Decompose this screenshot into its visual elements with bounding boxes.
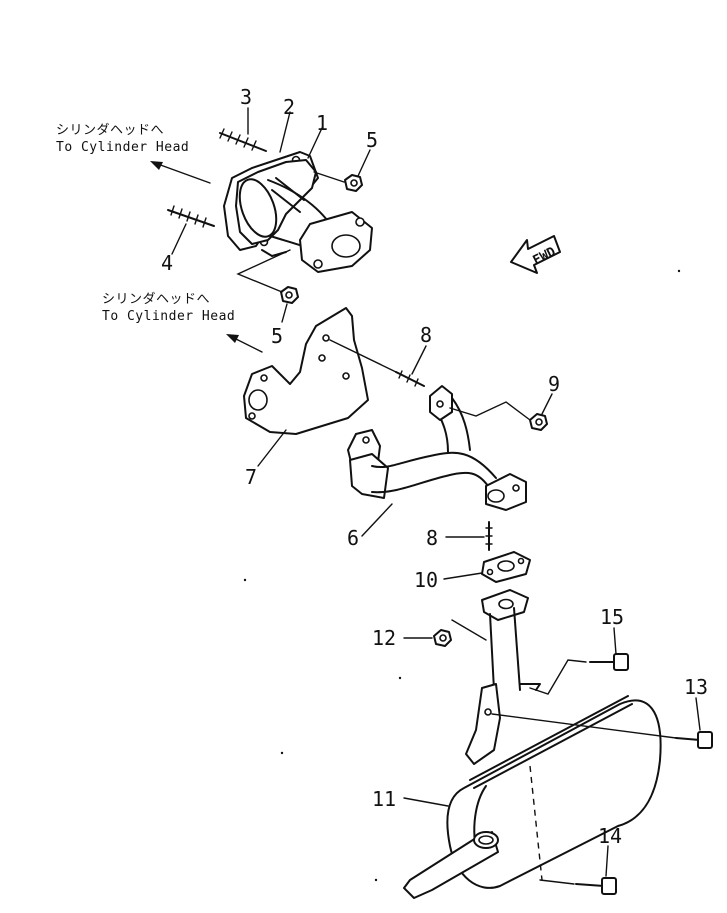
part-5-nut-upper (344, 174, 363, 192)
note-to-cylinder-head-en-top: To Cylinder Head (56, 140, 189, 155)
leader-13 (695, 697, 701, 731)
leader-14 (605, 845, 609, 877)
part-1-exhaust-elbow (235, 159, 373, 273)
part-8-stud-upper (395, 370, 425, 387)
scan-speck (280, 751, 284, 755)
leader-1 (307, 127, 323, 159)
part-10-gasket (481, 551, 531, 583)
part-5-nut-lower (280, 286, 299, 304)
leader-11 (403, 797, 449, 807)
scan-speck (677, 269, 681, 273)
callout-8-lower: 8 (426, 526, 438, 550)
leader-7 (257, 429, 287, 467)
note-to-cylinder-head-jp-bottom: シリンダヘッドへ (102, 292, 210, 307)
leader-5-lower-to-elbow (236, 249, 291, 293)
leader-12-axis (451, 619, 487, 641)
leader-5-lower (281, 303, 288, 323)
callout-13: 13 (684, 675, 708, 699)
part-15-bolt (589, 653, 629, 671)
note-to-cylinder-head-jp-top: シリンダヘッドへ (56, 123, 164, 138)
part-9-nut (529, 413, 548, 431)
callout-6: 6 (347, 526, 359, 550)
note-to-cylinder-head-en-bottom: To Cylinder Head (102, 309, 235, 324)
dashed-line-bolt-14 (529, 765, 543, 881)
leader-9 (541, 393, 553, 415)
leader-8-upper-axis (329, 339, 397, 373)
scan-speck (243, 578, 247, 582)
callout-14: 14 (598, 824, 622, 848)
leader-10 (443, 572, 483, 580)
arrow-to-cylinder-head-top (150, 161, 211, 184)
callout-10: 10 (414, 568, 438, 592)
callout-7: 7 (245, 465, 257, 489)
part-14-bolt (575, 877, 617, 895)
leader-5-upper-to-elbow (313, 171, 345, 183)
leader-14-dashed-end (539, 879, 575, 885)
leader-8-upper (411, 345, 427, 375)
part-7-heat-shield (243, 307, 369, 435)
leader-9-axis (449, 401, 531, 421)
leader-15 (613, 627, 617, 655)
callout-15: 15 (600, 605, 624, 629)
part-4-stud-bolt (167, 205, 215, 228)
leader-13-axis (491, 713, 677, 739)
callout-4: 4 (161, 251, 173, 275)
callout-1: 1 (316, 111, 328, 135)
leader-6 (361, 503, 393, 537)
part-8-stud-lower (485, 521, 493, 551)
callout-12: 12 (372, 626, 396, 650)
leader-4 (171, 223, 187, 255)
callout-5-lower: 5 (271, 324, 283, 348)
arrow-to-cylinder-head-bottom (226, 334, 263, 353)
callout-2: 2 (283, 95, 295, 119)
callout-5-upper: 5 (366, 128, 378, 152)
callout-3: 3 (240, 85, 252, 109)
fwd-arrow-icon: FWD (510, 235, 561, 274)
part-11-muffler (403, 589, 662, 899)
callout-11: 11 (372, 787, 396, 811)
leader-5-upper (357, 149, 371, 177)
part-13-bolt (675, 731, 713, 749)
scan-speck (374, 878, 378, 882)
leader-2 (279, 111, 291, 153)
callout-8-upper: 8 (420, 323, 432, 347)
leader-15-axis (529, 659, 587, 695)
part-6-exhaust-manifold (347, 385, 527, 511)
part-12-nut (433, 629, 452, 647)
part-3-stud-bolt (219, 128, 267, 152)
callout-9: 9 (548, 372, 560, 396)
scan-speck (398, 676, 402, 680)
